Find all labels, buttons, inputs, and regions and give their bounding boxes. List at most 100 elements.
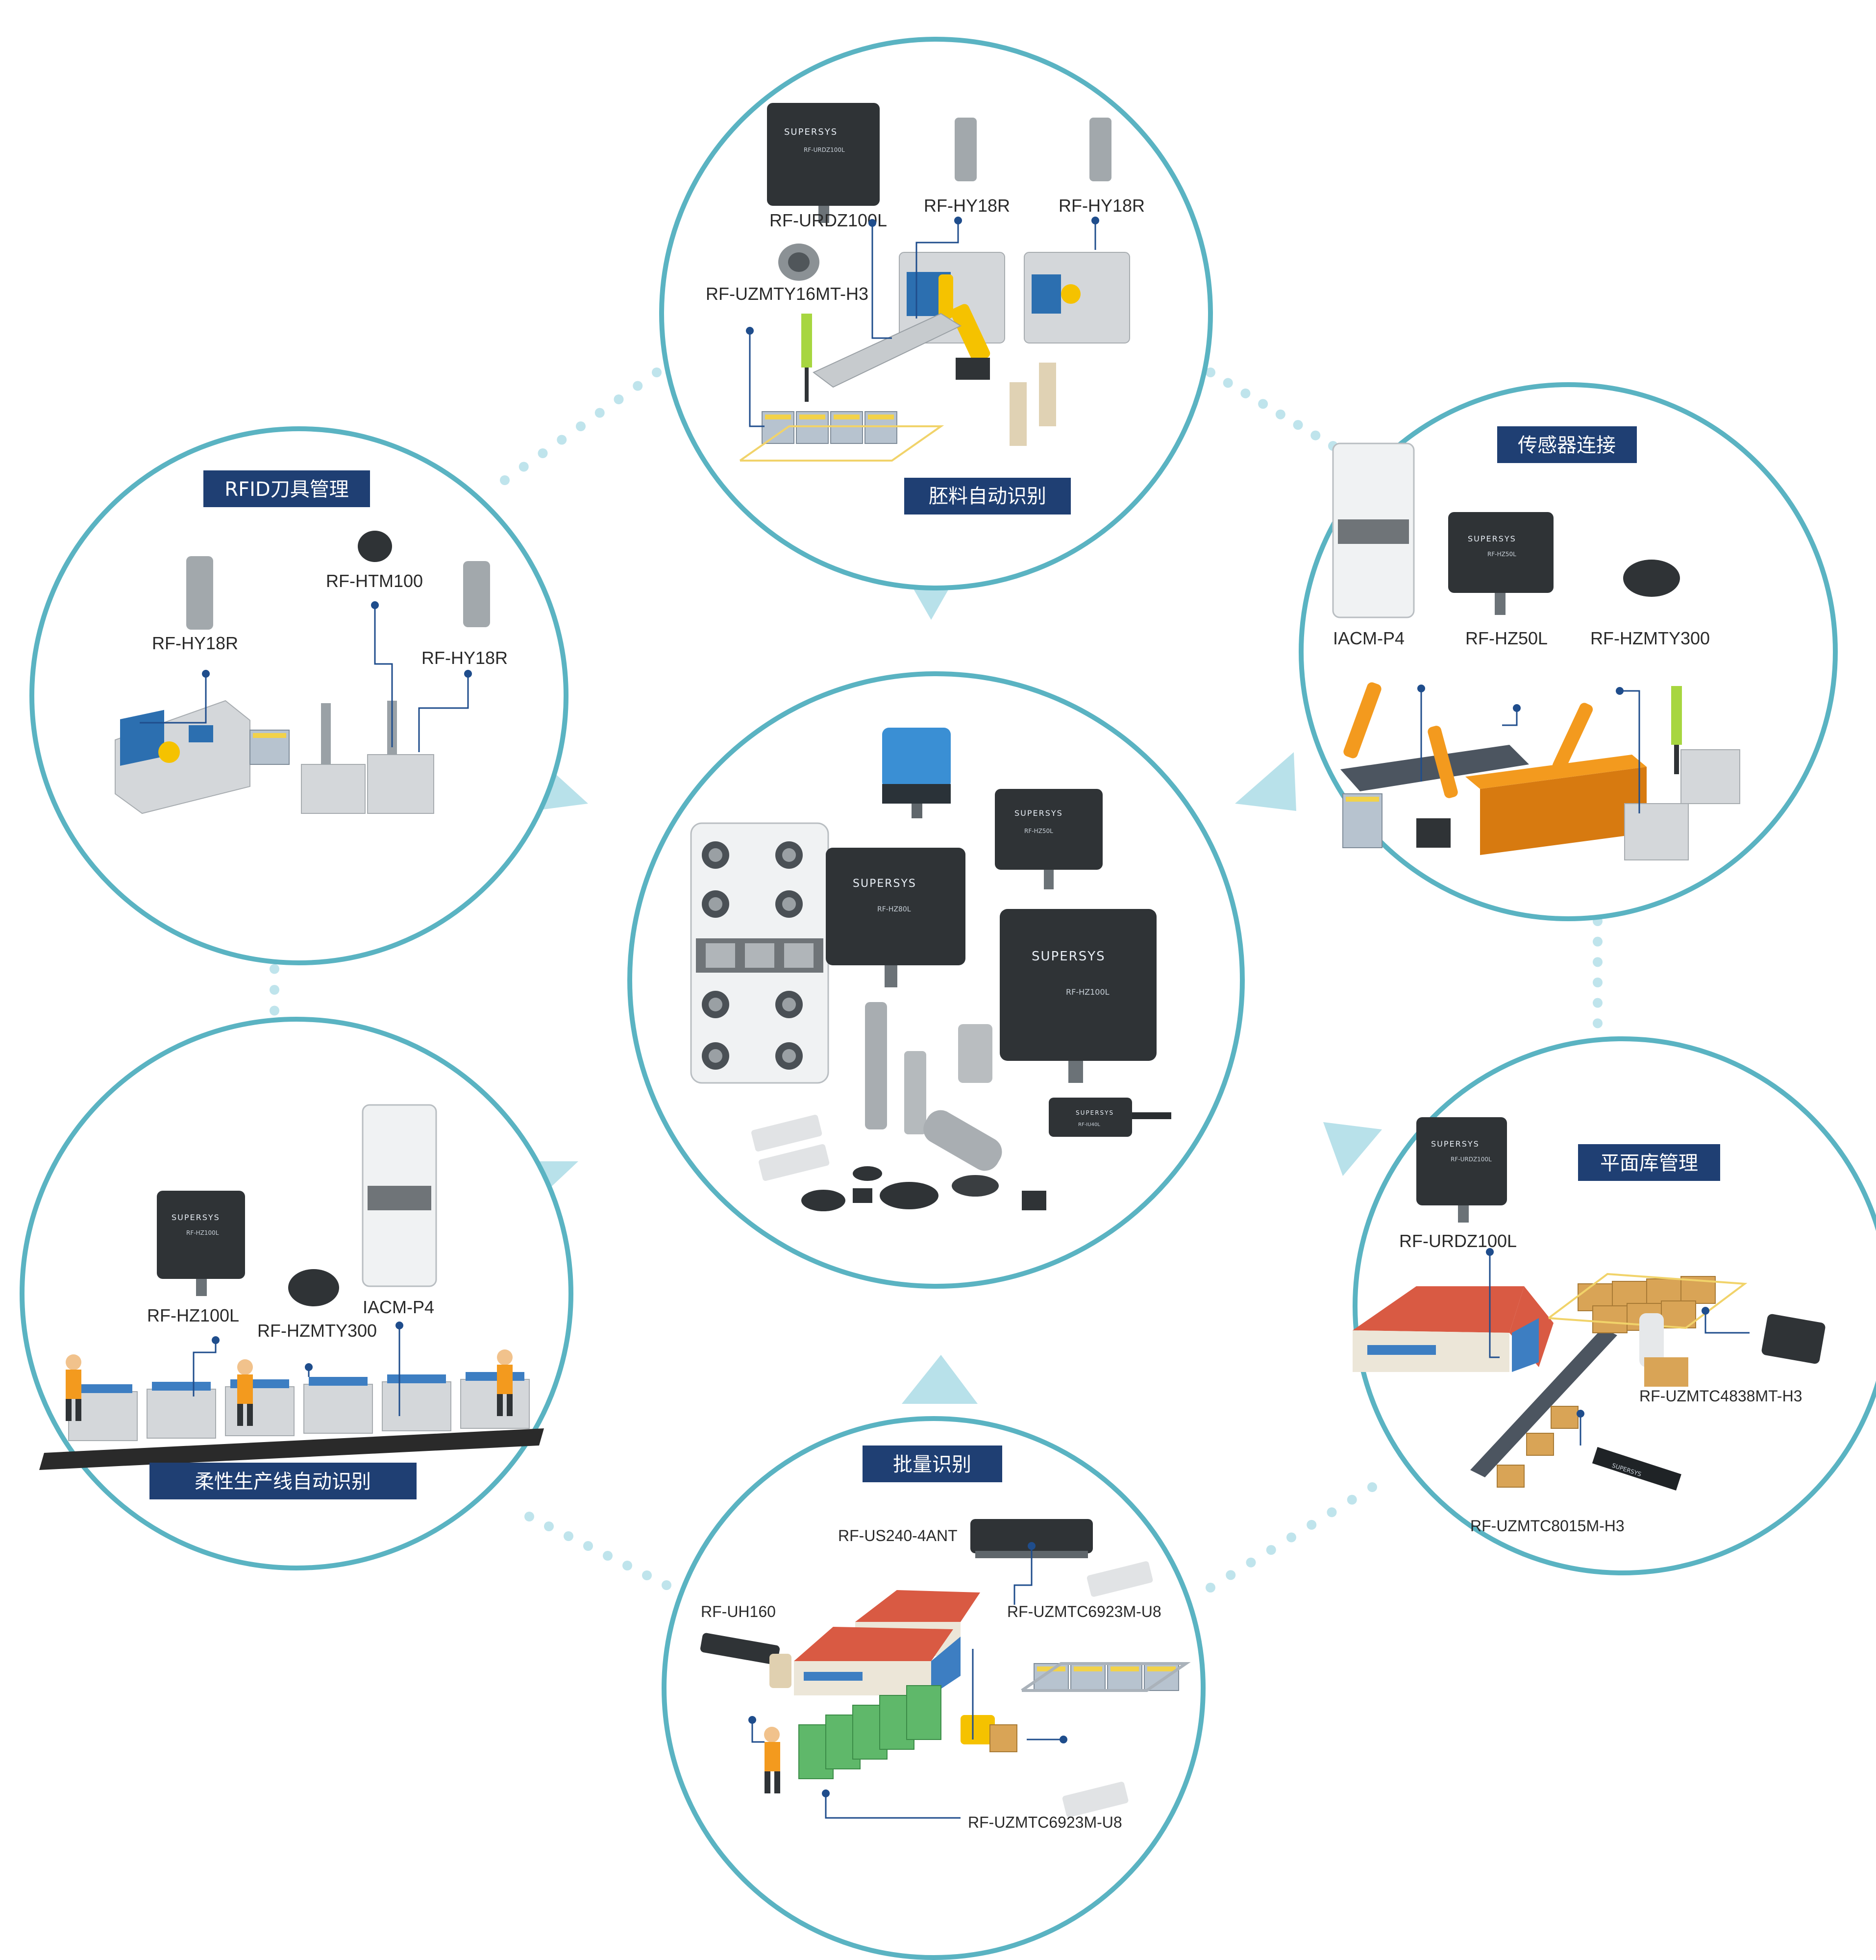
- reader-urdz100l: SUPERSYS RF-URDZ100L: [1416, 1117, 1507, 1223]
- handheld-reader-uh160: [700, 1633, 791, 1688]
- reader-hz50l: SUPERSYS RF-HZ50L: [1448, 512, 1554, 615]
- label-urdz100l: RF-URDZ100L: [769, 210, 887, 230]
- workstation: [460, 1379, 530, 1429]
- connector-dot: [1367, 1482, 1377, 1492]
- wire: [1620, 690, 1640, 813]
- scene-title: 胚料自动识别: [929, 485, 1046, 508]
- cnc-machine: [115, 700, 250, 814]
- connector-dot: [1593, 936, 1603, 947]
- tag-uzmtc4838mt: [1761, 1314, 1826, 1364]
- cargo-box: [1592, 1305, 1628, 1333]
- logo-text: SUPERSYS: [1076, 1109, 1114, 1116]
- cylindrical-sensors: [865, 1002, 1002, 1171]
- conveyor: [813, 313, 962, 388]
- label-hz100l: RF-HZ100L: [147, 1305, 239, 1325]
- floor-marking: [1021, 1662, 1191, 1692]
- logo-text: SUPERSYS: [172, 1213, 220, 1222]
- pallets: [798, 1685, 941, 1779]
- wire: [871, 223, 892, 339]
- tag-hzmty300: [1623, 560, 1680, 597]
- logo-text: SUPERSYS: [853, 878, 916, 890]
- connector-dot: [1293, 420, 1303, 430]
- label-hy18r-1: RF-HY18R: [924, 196, 1010, 216]
- tool-presses: [301, 701, 434, 814]
- tool-rack: [249, 730, 290, 765]
- wire: [1502, 708, 1518, 726]
- tag-hzmty300: [288, 1269, 339, 1306]
- iacm-module: [362, 1104, 437, 1287]
- connector-dot: [642, 1570, 652, 1580]
- iacm-module: [1332, 442, 1415, 618]
- reader-hz100l: SUPERSYS RF-HZ100L: [157, 1191, 245, 1296]
- arrow-up-to-center: [902, 1355, 978, 1404]
- device-model-text: RF-IU40L: [1078, 1122, 1100, 1127]
- storage-racks: [1342, 793, 1382, 848]
- press-machine: [1680, 749, 1740, 804]
- connector-dot: [583, 1541, 593, 1551]
- connector-dot: [1206, 368, 1215, 377]
- connector-dot: [1226, 1570, 1236, 1580]
- robot-arm: [938, 274, 990, 380]
- billet: [1039, 363, 1056, 426]
- connector-dot: [614, 394, 624, 404]
- device-model-text: RF-URDZ100L: [804, 147, 845, 153]
- wire: [825, 1793, 961, 1819]
- connector-dot: [1275, 409, 1285, 419]
- reader-urdz100l: SUPERSYS RF-URDZ100L: [767, 103, 880, 223]
- scene-title: 批量识别: [893, 1453, 971, 1476]
- storage-racks: [1034, 1663, 1179, 1691]
- warehouses: [794, 1590, 980, 1695]
- banner-billet-identification: 胚料自动识别: [904, 478, 1071, 514]
- connector-dot: [1347, 1494, 1357, 1505]
- circle-flat-warehouse-management: SUPERSYS RF-URDZ100L RF-URDZ100L 平面库管理 R…: [1353, 1036, 1876, 1575]
- connector-dot: [1593, 957, 1603, 967]
- arrow-left-to-center: [1235, 752, 1296, 811]
- wire: [374, 605, 393, 747]
- connector-dot: [652, 368, 662, 377]
- connector-dot: [1593, 978, 1603, 987]
- connector-dot: [1286, 1532, 1296, 1543]
- connector-dot: [1246, 1557, 1256, 1568]
- connector-dot: [603, 1551, 613, 1561]
- workstation: [382, 1381, 451, 1431]
- connector-dot: [544, 1521, 554, 1531]
- cargo-box: [1526, 1433, 1554, 1456]
- label-uzmtc6923m-2: RF-UZMTC6923M-U8: [968, 1813, 1122, 1831]
- tag-uzmtc6923m-1: [1086, 1561, 1153, 1597]
- label-hz50l: RF-HZ50L: [1465, 628, 1548, 648]
- conveyor: [1470, 1328, 1617, 1477]
- circle-sensor-connection: 传感器连接 IACM-P4 SUPERSYS RF-HZ50L RF-HZ50L…: [1299, 382, 1838, 921]
- label-us240-4ant: RF-US240-4ANT: [838, 1527, 958, 1544]
- connector-dot: [1310, 430, 1321, 441]
- wire: [1489, 1252, 1500, 1358]
- connector-dot: [576, 421, 586, 431]
- reader-hz100l: SUPERSYS RF-HZ100L: [1000, 909, 1157, 1083]
- reader-hz50l: SUPERSYS RF-HZ50L: [995, 789, 1103, 889]
- connector-dot: [594, 408, 605, 418]
- connector-dot: [1593, 1018, 1603, 1029]
- forklift: [961, 1715, 1017, 1752]
- storage-racks: [762, 411, 897, 444]
- connector-dot: [1258, 399, 1268, 409]
- robotic-cell: [1340, 682, 1647, 855]
- wire: [193, 1340, 217, 1396]
- workstation: [303, 1384, 373, 1434]
- label-hzmty300: RF-HZMTY300: [257, 1321, 377, 1341]
- compact-reader-rf-iu40l: SUPERSYS RF-IU40L: [1049, 1098, 1171, 1137]
- wire: [915, 220, 959, 318]
- label-urdz100l: RF-URDZ100L: [1399, 1231, 1517, 1251]
- scene-title: RFID刀具管理: [224, 478, 348, 501]
- label-htm100: RF-HTM100: [326, 571, 423, 591]
- wire: [751, 1720, 765, 1743]
- sensor-hy18r-2: [463, 561, 490, 627]
- connector-dot: [622, 1561, 632, 1570]
- connector-dot: [1266, 1545, 1276, 1555]
- connector-dot: [270, 964, 279, 974]
- banner-flexible-production-line: 柔性生产线自动识别: [149, 1463, 417, 1499]
- wire: [749, 331, 765, 427]
- connector-dot: [1307, 1519, 1317, 1530]
- production-stations: [66, 1349, 530, 1441]
- production-floor: [39, 1428, 544, 1470]
- worker: [497, 1349, 513, 1416]
